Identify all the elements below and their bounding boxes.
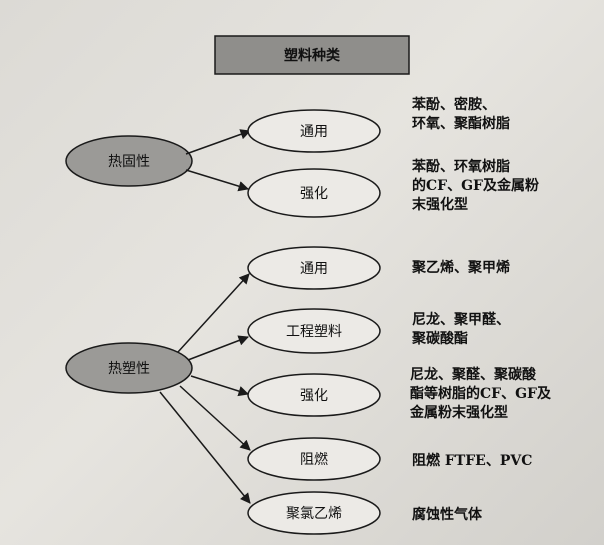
arrow-thermoset-general — [185, 129, 251, 155]
desc-line: 聚碳酸酯 — [412, 331, 468, 347]
desc-thermoplastic-pvc: 腐蚀性气体 — [412, 506, 482, 525]
item-label: 强化 — [300, 186, 328, 202]
item-label: 强化 — [300, 388, 328, 404]
desc-line: 苯酚、密胺、 — [412, 97, 496, 113]
arrow-thermoplastic-engineering — [187, 335, 249, 361]
arrow-thermoplastic-flame-retardant — [179, 385, 251, 451]
title-box: 塑料种类 — [214, 35, 410, 75]
item-thermoset-general: 通用 — [247, 109, 381, 153]
item-thermoplastic-flame-retardant: 阻燃 — [247, 437, 381, 481]
desc-line: 苯酚、环氧树脂 — [412, 159, 510, 175]
desc-line: 末强化型 — [412, 197, 468, 213]
item-label: 通用 — [300, 124, 328, 140]
category-label-thermoset: 热固性 — [108, 154, 150, 170]
arrow-thermoplastic-general — [177, 273, 250, 353]
item-label: 阻燃 — [300, 451, 328, 468]
diagram-title: 塑料种类 — [284, 47, 341, 64]
desc-line: 酯等树脂的CF、GF及 — [410, 386, 551, 402]
item-thermoplastic-pvc: 聚氯乙烯 — [247, 491, 381, 535]
desc-line: 尼龙、聚甲醛、 — [412, 312, 510, 328]
item-label: 聚氯乙烯 — [286, 506, 342, 522]
arrow-thermoset-reinforced — [185, 169, 250, 192]
item-label: 通用 — [300, 261, 328, 277]
desc-thermoplastic-flame-retardant: 阻燃 FTFE、PVC — [412, 452, 532, 471]
item-thermoplastic-reinforced: 强化 — [247, 373, 381, 417]
item-thermoset-reinforced: 强化 — [247, 168, 381, 218]
desc-line: 尼龙、聚醛、聚碳酸 — [410, 367, 536, 383]
desc-thermoset-general: 苯酚、密胺、 环氧、聚酯树脂 — [412, 96, 510, 134]
desc-thermoset-reinforced: 苯酚、环氧树脂 的CF、GF及金属粉 末强化型 — [412, 158, 539, 215]
arrow-thermoplastic-pvc — [159, 391, 251, 504]
desc-line: 腐蚀性气体 — [412, 507, 482, 523]
desc-line: 环氧、聚酯树脂 — [412, 116, 510, 132]
desc-thermoplastic-general: 聚乙烯、聚甲烯 — [412, 259, 510, 278]
desc-line: 聚乙烯、聚甲烯 — [412, 260, 510, 276]
desc-line: 金属粉末强化型 — [410, 405, 508, 421]
item-thermoplastic-engineering: 工程塑料 — [247, 308, 381, 354]
category-thermoset: 热固性 — [65, 135, 193, 187]
item-label: 工程塑料 — [286, 324, 342, 340]
desc-line: 的CF、GF及金属粉 — [412, 178, 539, 194]
arrow-thermoplastic-reinforced — [190, 375, 250, 397]
item-thermoplastic-general: 通用 — [247, 246, 381, 290]
desc-thermoplastic-engineering: 尼龙、聚甲醛、 聚碳酸酯 — [412, 311, 510, 349]
desc-thermoplastic-reinforced: 尼龙、聚醛、聚碳酸 酯等树脂的CF、GF及 金属粉末强化型 — [410, 366, 551, 423]
desc-line: 阻燃 FTFE、PVC — [412, 453, 533, 469]
category-label-thermoplastic: 热塑性 — [108, 361, 150, 377]
category-thermoplastic: 热塑性 — [65, 342, 193, 394]
